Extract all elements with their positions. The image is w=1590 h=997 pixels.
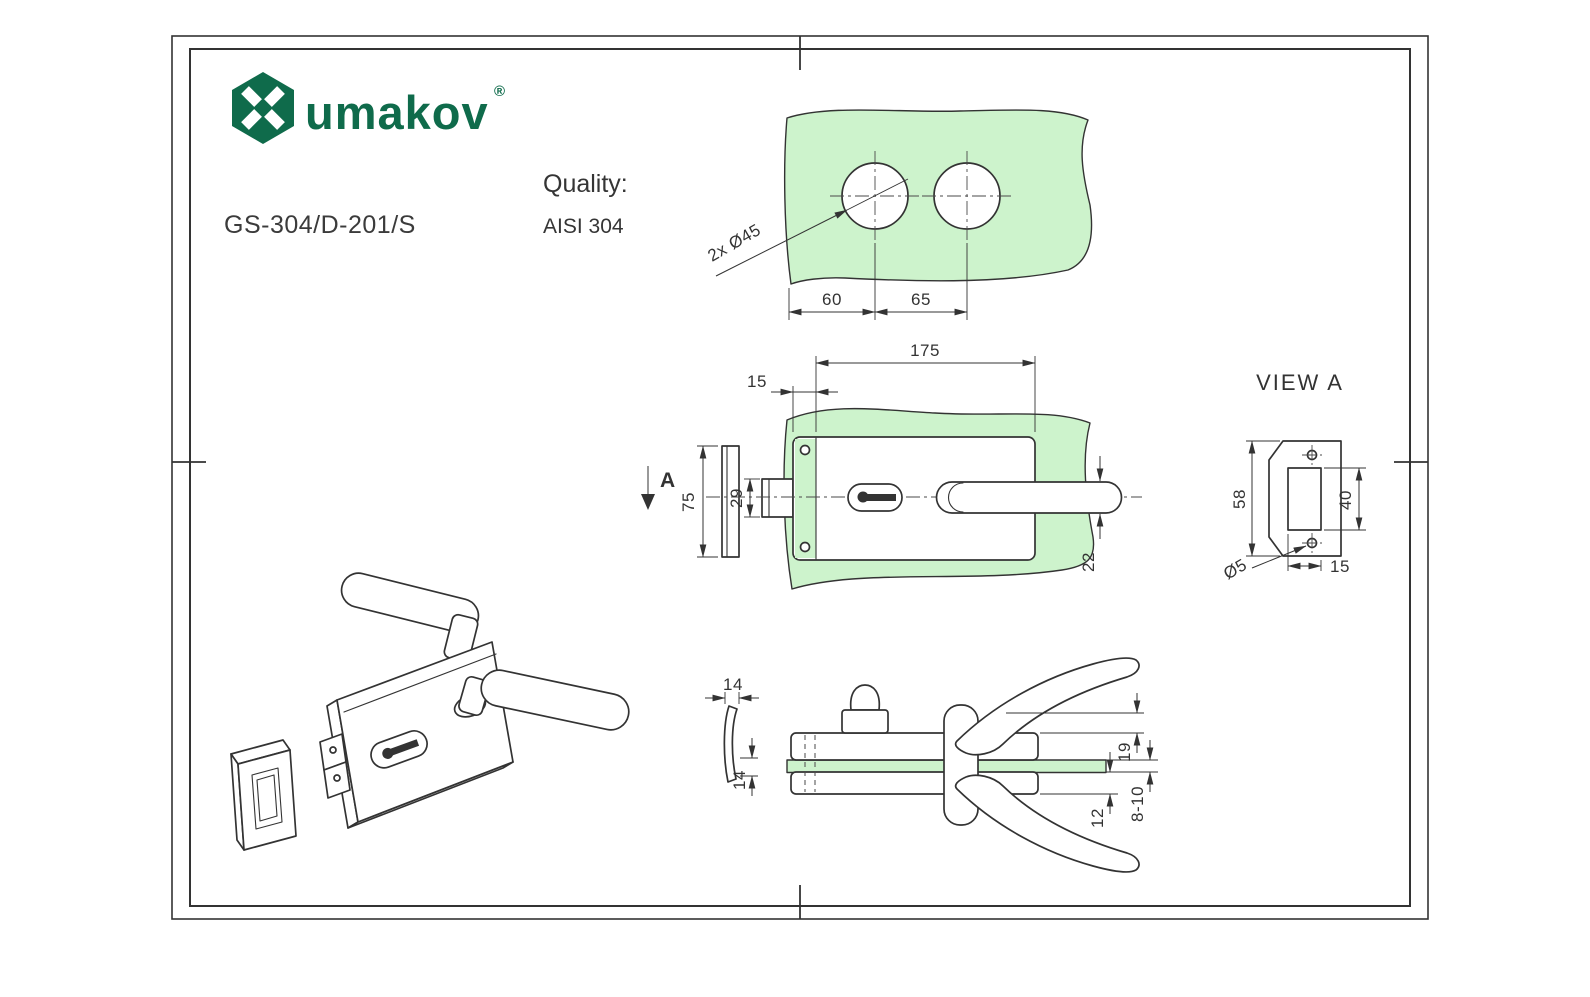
- dim-58: 58: [1230, 489, 1249, 509]
- dim-60: 60: [822, 290, 842, 309]
- brand-wordmark: umakov: [305, 86, 489, 139]
- latch-bolt: [761, 478, 794, 518]
- glass-clamp-strip: [795, 439, 816, 558]
- dim-14-top: 14: [723, 675, 743, 694]
- clamp-screw-top: [799, 444, 811, 456]
- glass-hole-layout-view: 2x Ø45 60 65: [705, 109, 1093, 320]
- cylinder-knob-plan: [849, 684, 881, 711]
- iso-strike-box: [230, 739, 297, 851]
- dim-14-left: 14: [730, 770, 749, 790]
- dim-8-10: 8-10: [1128, 786, 1147, 822]
- plan-view: 14 14 19 12 8-10: [705, 657, 1158, 873]
- handle-lever: [935, 481, 1123, 514]
- title-block: GS-304/D-201/S Quality: AISI 304: [224, 170, 628, 239]
- iso-handle-back: [340, 572, 480, 634]
- handle-arm-lower: [954, 774, 1140, 873]
- iso-handle-front: [453, 669, 630, 731]
- view-a: VIEW A 58 40 Ø5 15: [1220, 370, 1366, 583]
- iso-glass-clamp: [319, 733, 351, 799]
- dim-22: 22: [1079, 552, 1098, 572]
- view-a-title: VIEW A: [1256, 370, 1344, 395]
- dim-75: 75: [679, 492, 698, 512]
- brand-logo: umakov ®: [232, 72, 505, 144]
- dim-29: 29: [727, 488, 746, 508]
- hole-diameter-callout: 2x Ø45: [705, 220, 765, 265]
- handle-arm-upper: [954, 657, 1140, 756]
- quality-label: Quality:: [543, 170, 628, 198]
- quality-value: AISI 304: [543, 215, 624, 238]
- dim-19: 19: [1115, 742, 1134, 762]
- drawing-frame: [171, 35, 1429, 920]
- logo-knot-icon: [241, 86, 285, 130]
- registered-mark: ®: [494, 83, 505, 100]
- view-direction-label: A: [660, 469, 675, 492]
- isometric-view: [230, 572, 630, 851]
- dim-15: 15: [747, 372, 767, 391]
- front-view: 175 15 75 29 22 A: [641, 341, 1142, 590]
- dim-d5: Ø5: [1220, 555, 1250, 583]
- strike-plate-side: [721, 445, 740, 558]
- dim-12: 12: [1088, 808, 1107, 828]
- dim-40: 40: [1336, 490, 1355, 510]
- part-number: GS-304/D-201/S: [224, 211, 416, 239]
- clamp-screw-bottom: [799, 541, 811, 553]
- strike-opening: [1287, 467, 1322, 531]
- dim-65: 65: [911, 290, 931, 309]
- iso-key-cylinder: [370, 730, 428, 769]
- dim-15-view-a: 15: [1330, 557, 1350, 576]
- strike-plate-plan: [723, 705, 738, 783]
- dim-175: 175: [910, 341, 940, 360]
- handle-spindle-plan: [943, 704, 979, 826]
- view-direction-arrow-icon: [641, 494, 655, 510]
